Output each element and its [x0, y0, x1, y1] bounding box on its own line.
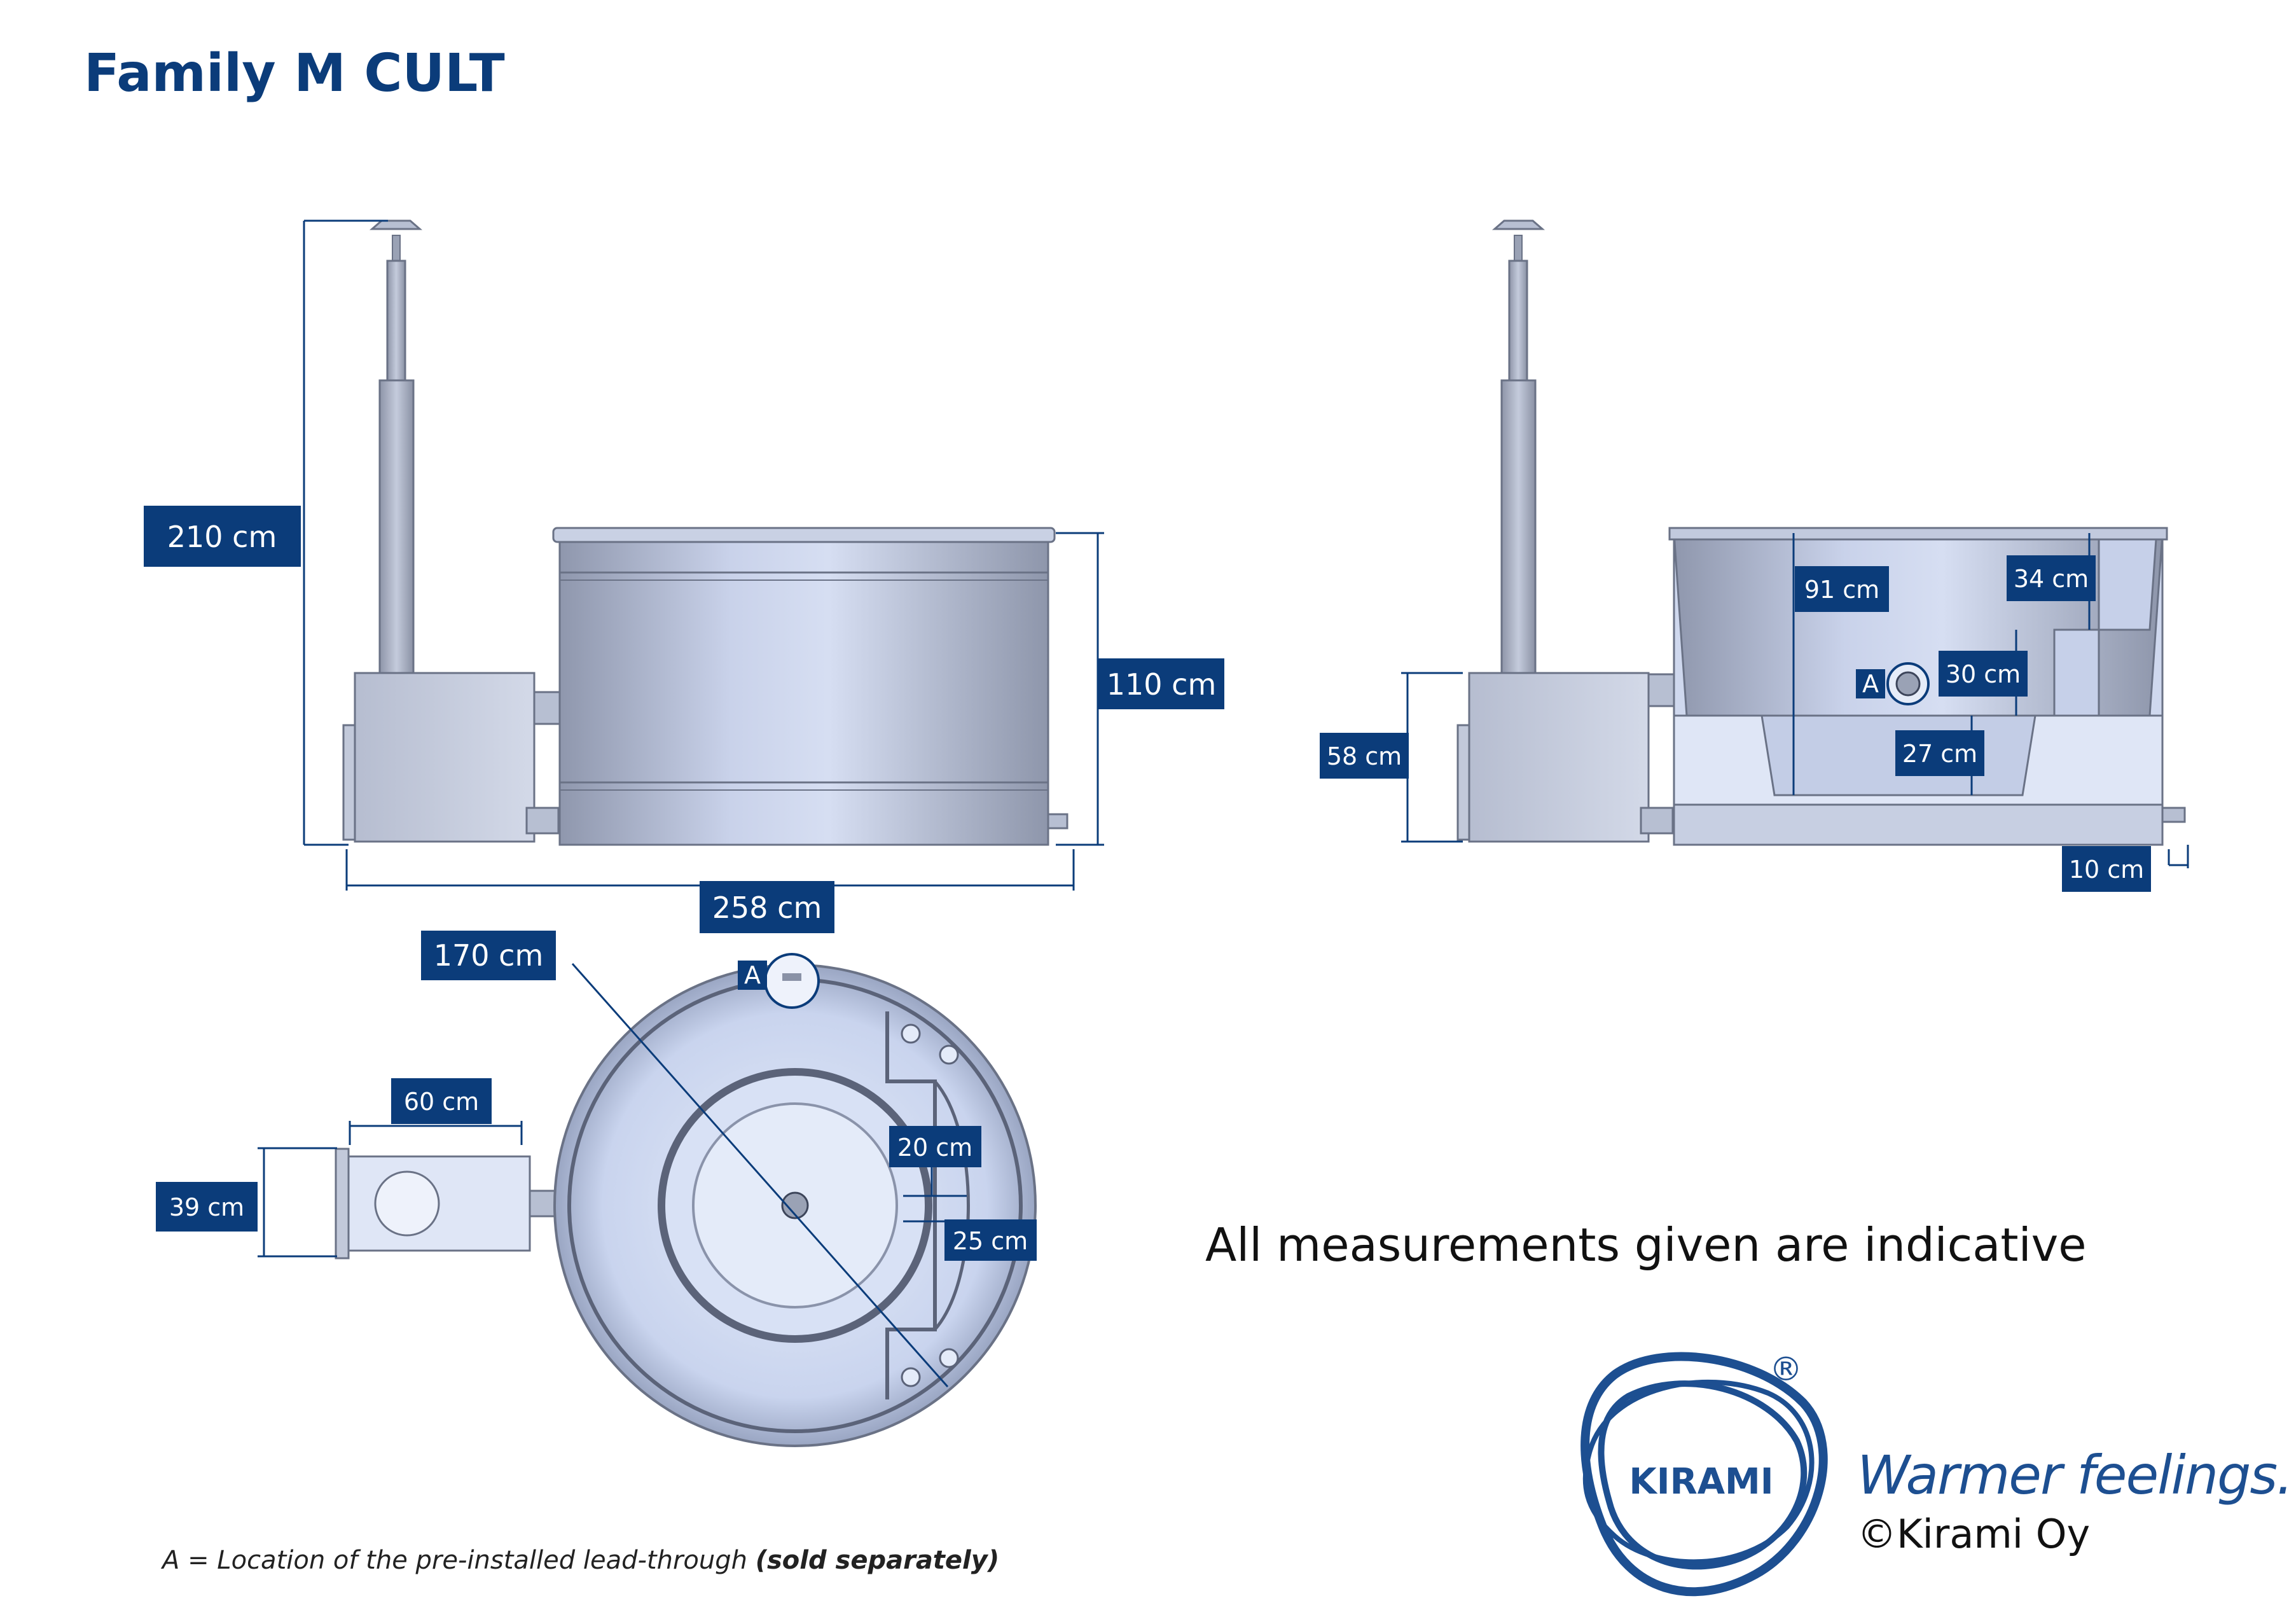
svg-text:91 cm: 91 cm	[1804, 576, 1879, 604]
dim-step-middle: 30 cm	[1939, 651, 2028, 697]
copyright: ©Kirami Oy	[1857, 1511, 2091, 1557]
dim-total-length: 258 cm	[700, 881, 834, 933]
dim-base-height: 10 cm	[2062, 846, 2151, 892]
stove-flue-opening	[374, 1170, 440, 1237]
kirami-logo: KIRAMI ®	[1580, 1350, 1828, 1597]
footnote-emphasis: (sold separately)	[755, 1546, 1000, 1575]
chimney-upper	[386, 260, 406, 383]
chimney-cap	[369, 219, 423, 230]
stove-door	[342, 724, 356, 841]
page-title: Family M CULT	[84, 43, 505, 104]
registered-mark: ®	[1769, 1350, 1802, 1389]
marker-a-label: A	[1856, 669, 1885, 698]
svg-text:39 cm: 39 cm	[169, 1193, 244, 1221]
dim-tub-height: 110 cm	[1098, 658, 1224, 709]
dim-diameter: 170 cm	[421, 931, 556, 980]
side-view: 210 cm 110 cm 258 cm	[144, 219, 1224, 933]
dim-step-upper: 34 cm	[2007, 555, 2096, 601]
footnote-text: A = Location of the pre-installed lead-t…	[162, 1546, 756, 1575]
dim-stove-depth: 39 cm	[156, 1182, 258, 1232]
indicative-note: All measurements given are indicative	[1205, 1218, 2087, 1272]
svg-text:10 cm: 10 cm	[2069, 856, 2144, 884]
svg-text:170 cm: 170 cm	[434, 938, 544, 973]
dim-step-lower: 27 cm	[1895, 730, 1984, 776]
top-view: 170 cm 60 cm 39 cm 20 cm 25 cm A	[156, 931, 1037, 1447]
svg-text:25 cm: 25 cm	[953, 1227, 1028, 1255]
marker-a-top-label: A	[738, 961, 767, 990]
svg-text:27 cm: 27 cm	[1902, 740, 1977, 768]
drain-icon	[781, 1191, 809, 1219]
dim-step-depth: 25 cm	[944, 1219, 1037, 1261]
svg-text:110 cm: 110 cm	[1107, 667, 1217, 702]
dim-inner-depth: 91 cm	[1795, 566, 1889, 612]
dim-seat-depth: 20 cm	[889, 1126, 981, 1167]
svg-text:20 cm: 20 cm	[897, 1134, 972, 1162]
dim-stove-height: 58 cm	[1320, 733, 1409, 779]
svg-text:60 cm: 60 cm	[404, 1088, 479, 1116]
section-view: 91 cm 34 cm 30 cm 27 cm 58 cm 10 cm A	[1320, 219, 2189, 892]
svg-text:258 cm: 258 cm	[712, 891, 822, 925]
tub-rim	[552, 527, 1056, 543]
svg-text:A: A	[1862, 670, 1879, 698]
footnote: A = Location of the pre-installed lead-t…	[162, 1546, 999, 1575]
svg-text:58 cm: 58 cm	[1327, 742, 1402, 770]
chimney-lower	[378, 379, 415, 676]
tub-body	[558, 532, 1049, 846]
svg-text:A: A	[744, 961, 761, 989]
step-outline	[885, 1011, 937, 1399]
svg-text:30 cm: 30 cm	[1946, 660, 2021, 688]
dim-stove-width: 60 cm	[391, 1078, 492, 1124]
svg-text:KIRAMI: KIRAMI	[1629, 1461, 1773, 1503]
brand-slogan: Warmer feelings.	[1857, 1444, 2293, 1506]
dim-total-height: 210 cm	[144, 506, 301, 567]
svg-text:210 cm: 210 cm	[167, 520, 277, 554]
svg-text:34 cm: 34 cm	[2014, 565, 2089, 593]
stove-box	[354, 672, 536, 843]
